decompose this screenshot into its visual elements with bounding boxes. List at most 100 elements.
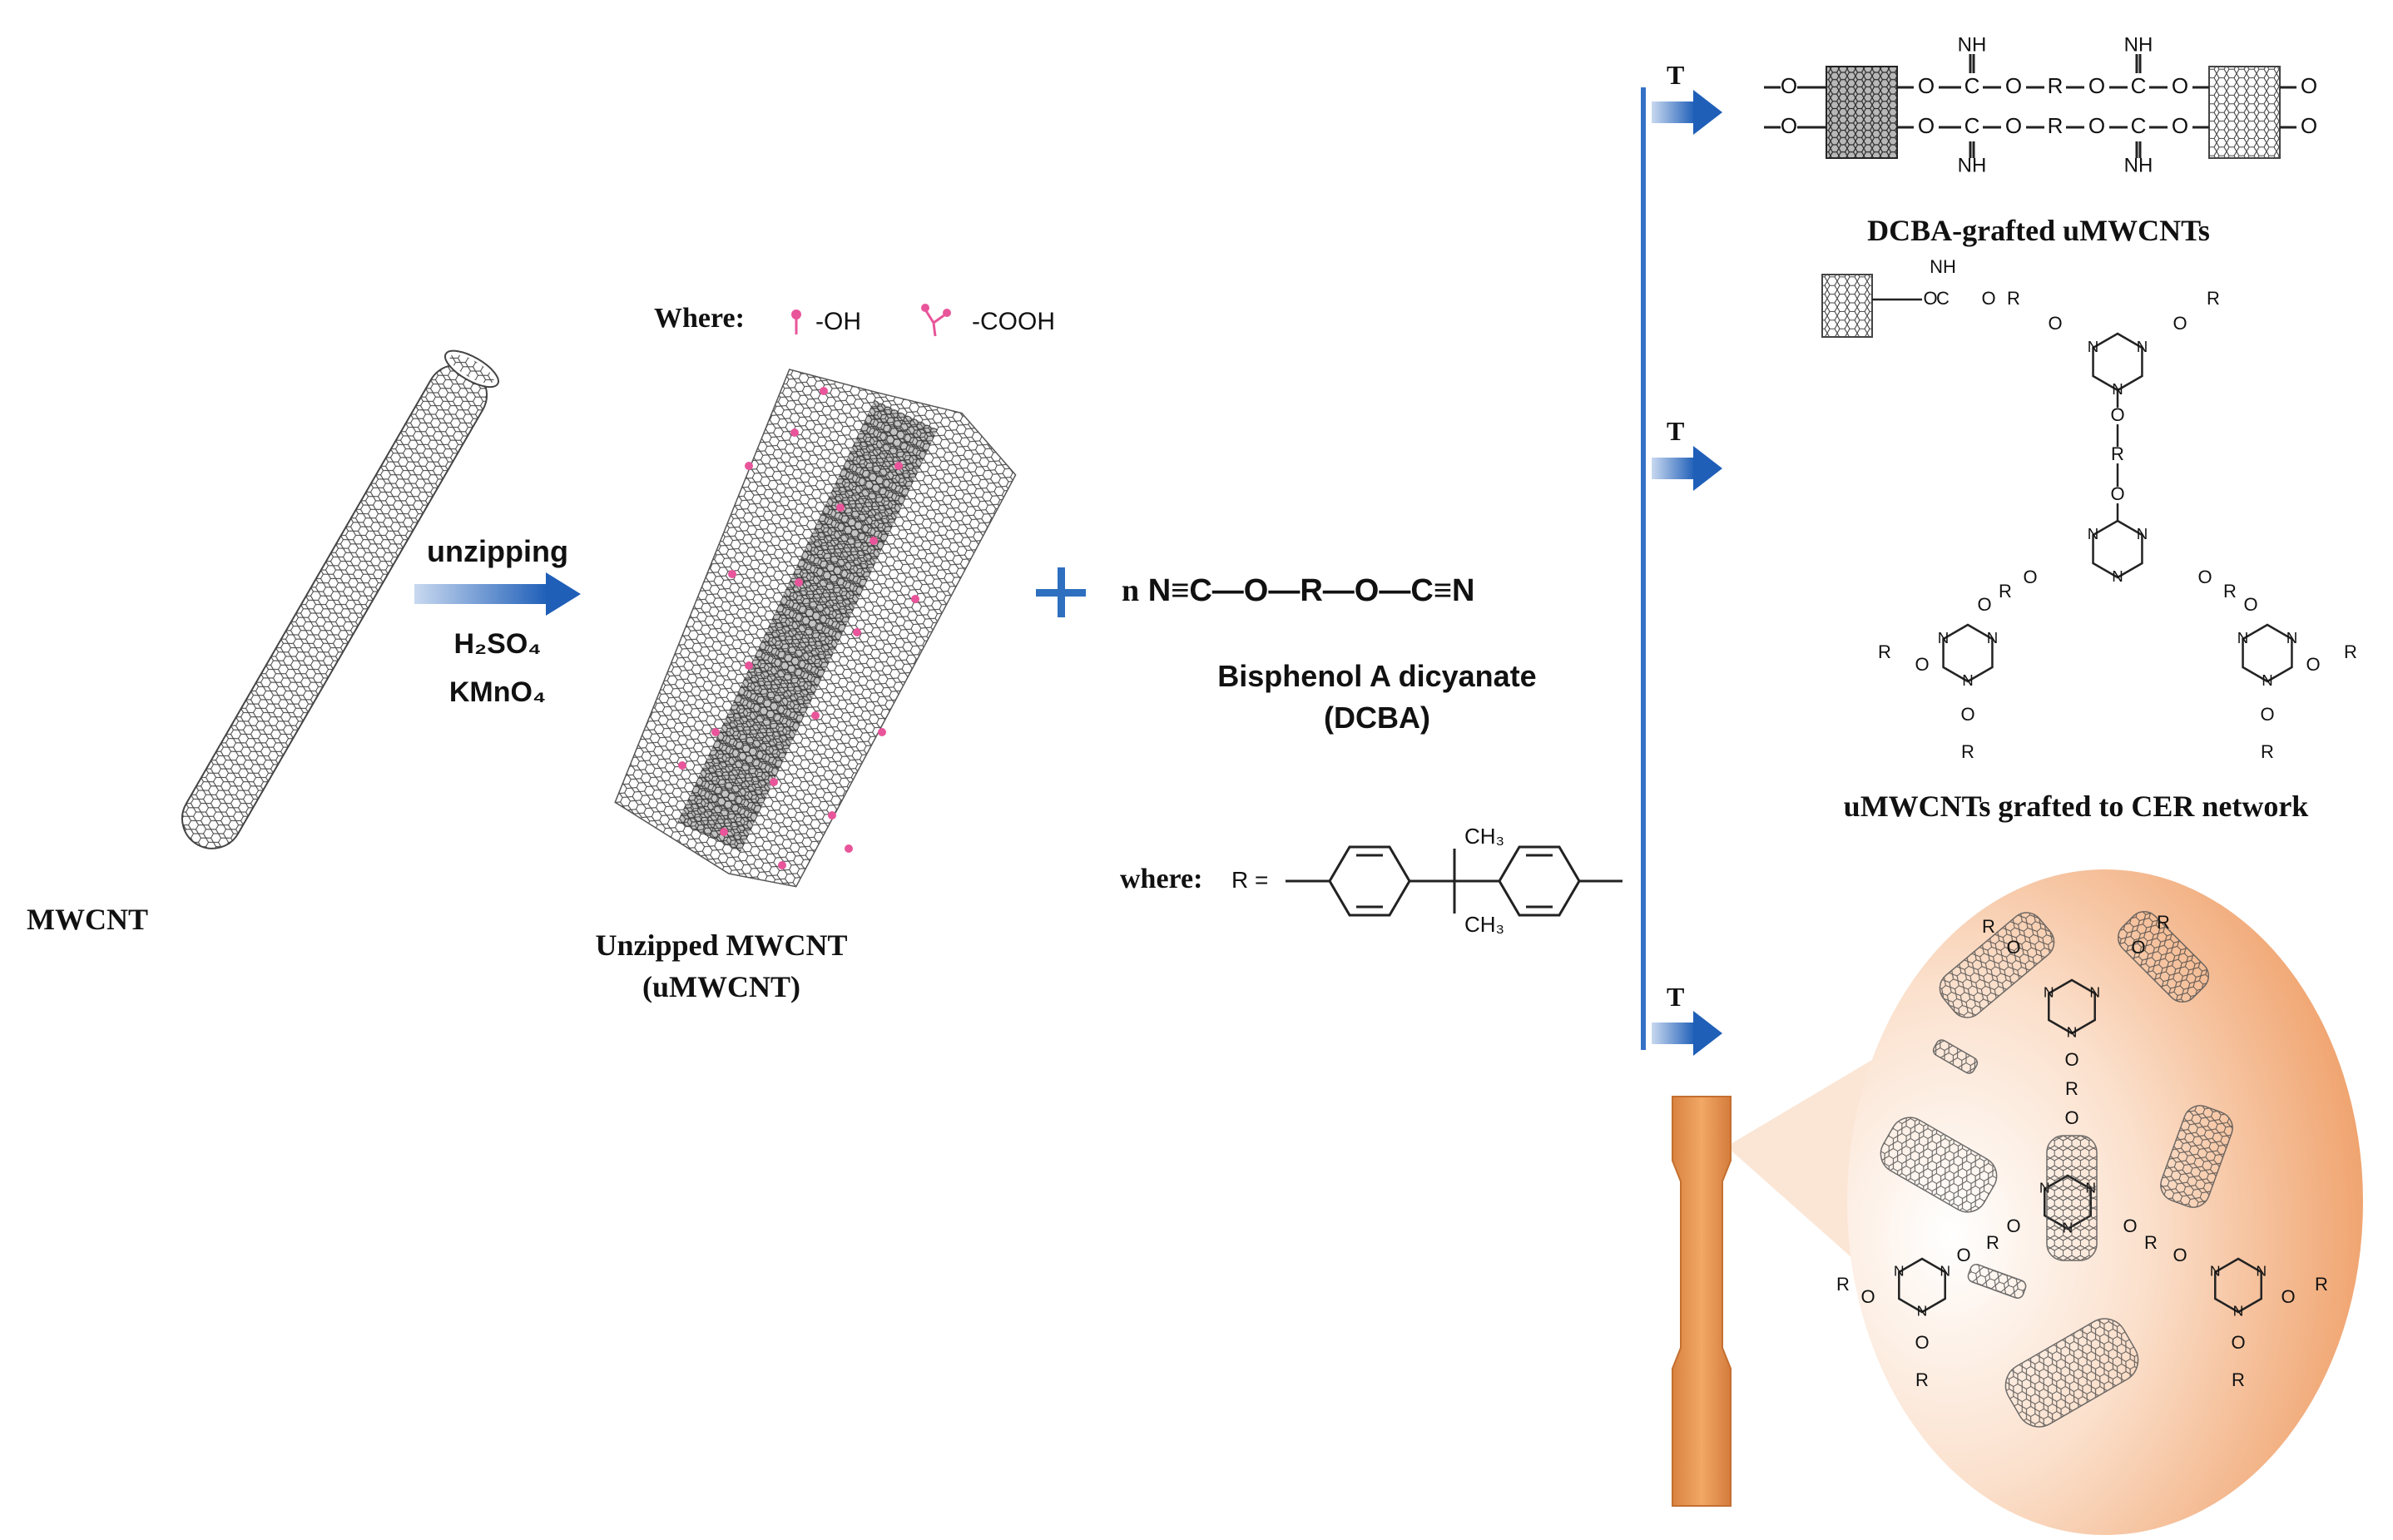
network-atom: O <box>2197 567 2212 587</box>
network-atom: C <box>1936 288 1950 309</box>
bubble-network-structure: NNNNNNNNNNNNOROROROOROOROOROROROR <box>1836 910 2328 1428</box>
chain-imine: NH <box>2124 33 2153 56</box>
ring-nitrogen: N <box>2044 984 2054 1001</box>
chain-oxygen: O <box>2005 73 2022 98</box>
hydroxyl-dot <box>811 711 820 720</box>
carboxyl-marker-icon <box>921 304 951 337</box>
network-atom: O <box>1915 654 1929 675</box>
network-atom: O <box>2023 567 2037 587</box>
legend-cooh-label: -COOH <box>972 308 1055 335</box>
network-triazine: NNN <box>2088 332 2148 398</box>
ring-nitrogen: N <box>1894 1263 1905 1280</box>
chain-oxygen: O <box>2172 73 2188 98</box>
triazine-ring <box>2048 978 2096 1035</box>
chain-carbon: C <box>2131 73 2147 98</box>
chain-oxygen: O <box>2088 73 2105 98</box>
dcba-name-line2: (DCBA) <box>1324 701 1430 735</box>
bubble-atom: R <box>2065 1078 2078 1099</box>
bubble-atom: O <box>2131 937 2145 958</box>
ring-nitrogen: N <box>2112 567 2123 585</box>
hydroxyl-dot <box>728 570 736 578</box>
r-equals-label: R = <box>1231 867 1269 893</box>
chain-oxygen: O <box>1918 113 1935 138</box>
reagent-kmno4: KMnO₄ <box>448 676 547 708</box>
hydroxyl-dot <box>790 428 799 437</box>
unzipping-arrow <box>414 572 581 616</box>
hydroxyl-dot <box>845 844 853 853</box>
hydroxyl-dot <box>711 728 720 736</box>
network-atom: O <box>2306 654 2320 675</box>
legend-oh-label: -OH <box>815 308 861 335</box>
dcba-formula-part: O <box>1243 573 1269 608</box>
t-label-3: T <box>1667 982 1685 1012</box>
bubble-atom: O <box>2123 1216 2137 1236</box>
hydroxyl-marker-icon <box>791 309 801 334</box>
hydroxyl-dot <box>795 578 803 587</box>
magnified-bubble <box>1727 869 2363 1535</box>
bubble-atom: R <box>2157 912 2170 933</box>
network-atom: O <box>2243 594 2257 615</box>
dcba-formula-part: N≡C <box>1147 573 1212 608</box>
hydroxyl-dot <box>894 462 903 470</box>
t-arrow-2-icon <box>1652 446 1722 491</box>
bubble-nanotube-icon <box>1932 1039 1979 1074</box>
chain-oxygen: O <box>2301 73 2317 98</box>
ring-nitrogen: N <box>1938 629 1950 646</box>
bubble-atom: O <box>1915 1332 1929 1353</box>
dcba-formula-part: R <box>1300 573 1323 608</box>
nanotube-body <box>1880 1117 1998 1213</box>
bubble-nanotube-icon <box>2046 1135 2098 1261</box>
hydroxyl-dot <box>678 761 686 770</box>
mwcnt-tube <box>181 349 499 849</box>
tensile-specimen <box>1672 1096 1732 1507</box>
bubble-atom: O <box>2064 1107 2078 1128</box>
triazine-ring <box>2242 623 2293 683</box>
reagent-h2so4: H₂SO₄ <box>453 628 542 660</box>
hydroxyl-dot <box>745 462 753 470</box>
nanotube-body <box>2004 1318 2139 1428</box>
network-atom: R <box>1999 581 2012 602</box>
hydroxyl-dot <box>828 811 836 820</box>
bubble-nanotube-icon <box>1967 1264 2027 1299</box>
chain-oxygen: O <box>1781 73 1797 98</box>
bubble-atom: O <box>2281 1286 2295 1307</box>
dcba-formula-bond: — <box>1211 573 1244 608</box>
bubble-atom: O <box>1860 1286 1875 1307</box>
nanotube-body <box>1932 1039 1979 1074</box>
bubble-atom: R <box>2315 1274 2328 1295</box>
dcba-formula-part: C≡N <box>1410 573 1475 608</box>
umwcnt-sheet <box>614 369 1017 888</box>
unzipping-label: unzipping <box>427 534 568 568</box>
network-atom: NH <box>1930 256 1956 277</box>
chain-oxygen: O <box>2301 113 2317 138</box>
dcba-formula-bond: — <box>1268 573 1301 608</box>
ring-nitrogen: N <box>2137 338 2148 355</box>
chain-carbon: C <box>2131 113 2147 138</box>
nanotube-body <box>1967 1264 2027 1299</box>
network-atom: R <box>2344 641 2357 662</box>
umwcnt-label-line2: (uMWCNT) <box>642 970 800 1003</box>
ring-nitrogen: N <box>2262 671 2273 689</box>
ring-nitrogen: N <box>2237 629 2249 646</box>
ring-nitrogen: N <box>1917 1303 1928 1320</box>
network-atom: O <box>1981 288 1995 309</box>
ring-nitrogen: N <box>2088 525 2099 542</box>
bubble-atom: O <box>2006 1216 2020 1236</box>
grafted-tube-icon <box>1821 274 1873 338</box>
triazine-ring <box>2092 332 2143 392</box>
triazine-ring <box>2092 519 2143 579</box>
dcba-formula-bond: — <box>1379 573 1411 608</box>
bubble-triazine: NNN <box>1894 1257 1950 1320</box>
chain-oxygen: O <box>1918 73 1935 98</box>
ring-nitrogen: N <box>1962 671 1974 689</box>
chain-imine: NH <box>1958 154 1987 176</box>
chain-imine: NH <box>1958 33 1987 56</box>
bubble-atom: R <box>1982 916 1995 937</box>
network-atom: R <box>2223 581 2237 602</box>
mwcnt-label: MWCNT <box>27 903 148 936</box>
bubble-nanotube-icon <box>2004 1318 2139 1428</box>
umwcnt-label-line1: Unzipped MWCNT <box>595 928 848 962</box>
